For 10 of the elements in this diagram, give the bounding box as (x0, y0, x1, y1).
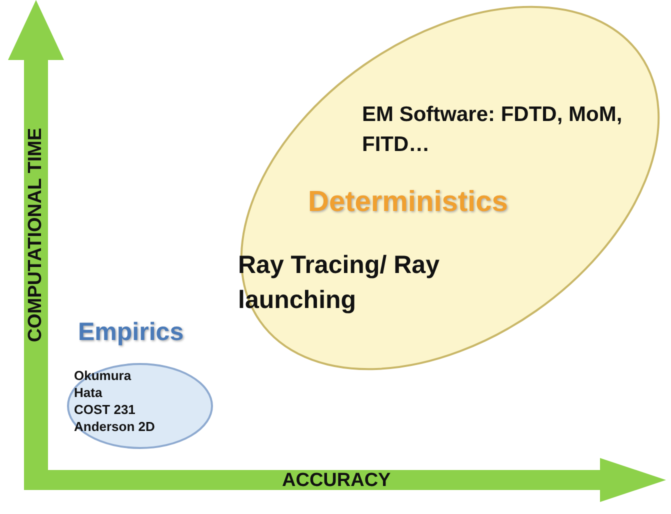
axis-label: ACCURACY (282, 470, 391, 492)
method-name: Okumura (74, 368, 132, 383)
category-title: Deterministics (308, 186, 508, 219)
method-name: Anderson 2D (74, 419, 155, 434)
axis-label: COMPUTATIONAL TIME (25, 128, 47, 342)
category-title: Empirics (78, 318, 184, 347)
description-text: EM Software: FDTD, MoM, FITD… (362, 102, 624, 158)
method-name: COST 231 (74, 402, 136, 417)
method-name: Ray Tracing/ Ray launching (238, 250, 440, 316)
method-name: Hata (74, 385, 102, 400)
